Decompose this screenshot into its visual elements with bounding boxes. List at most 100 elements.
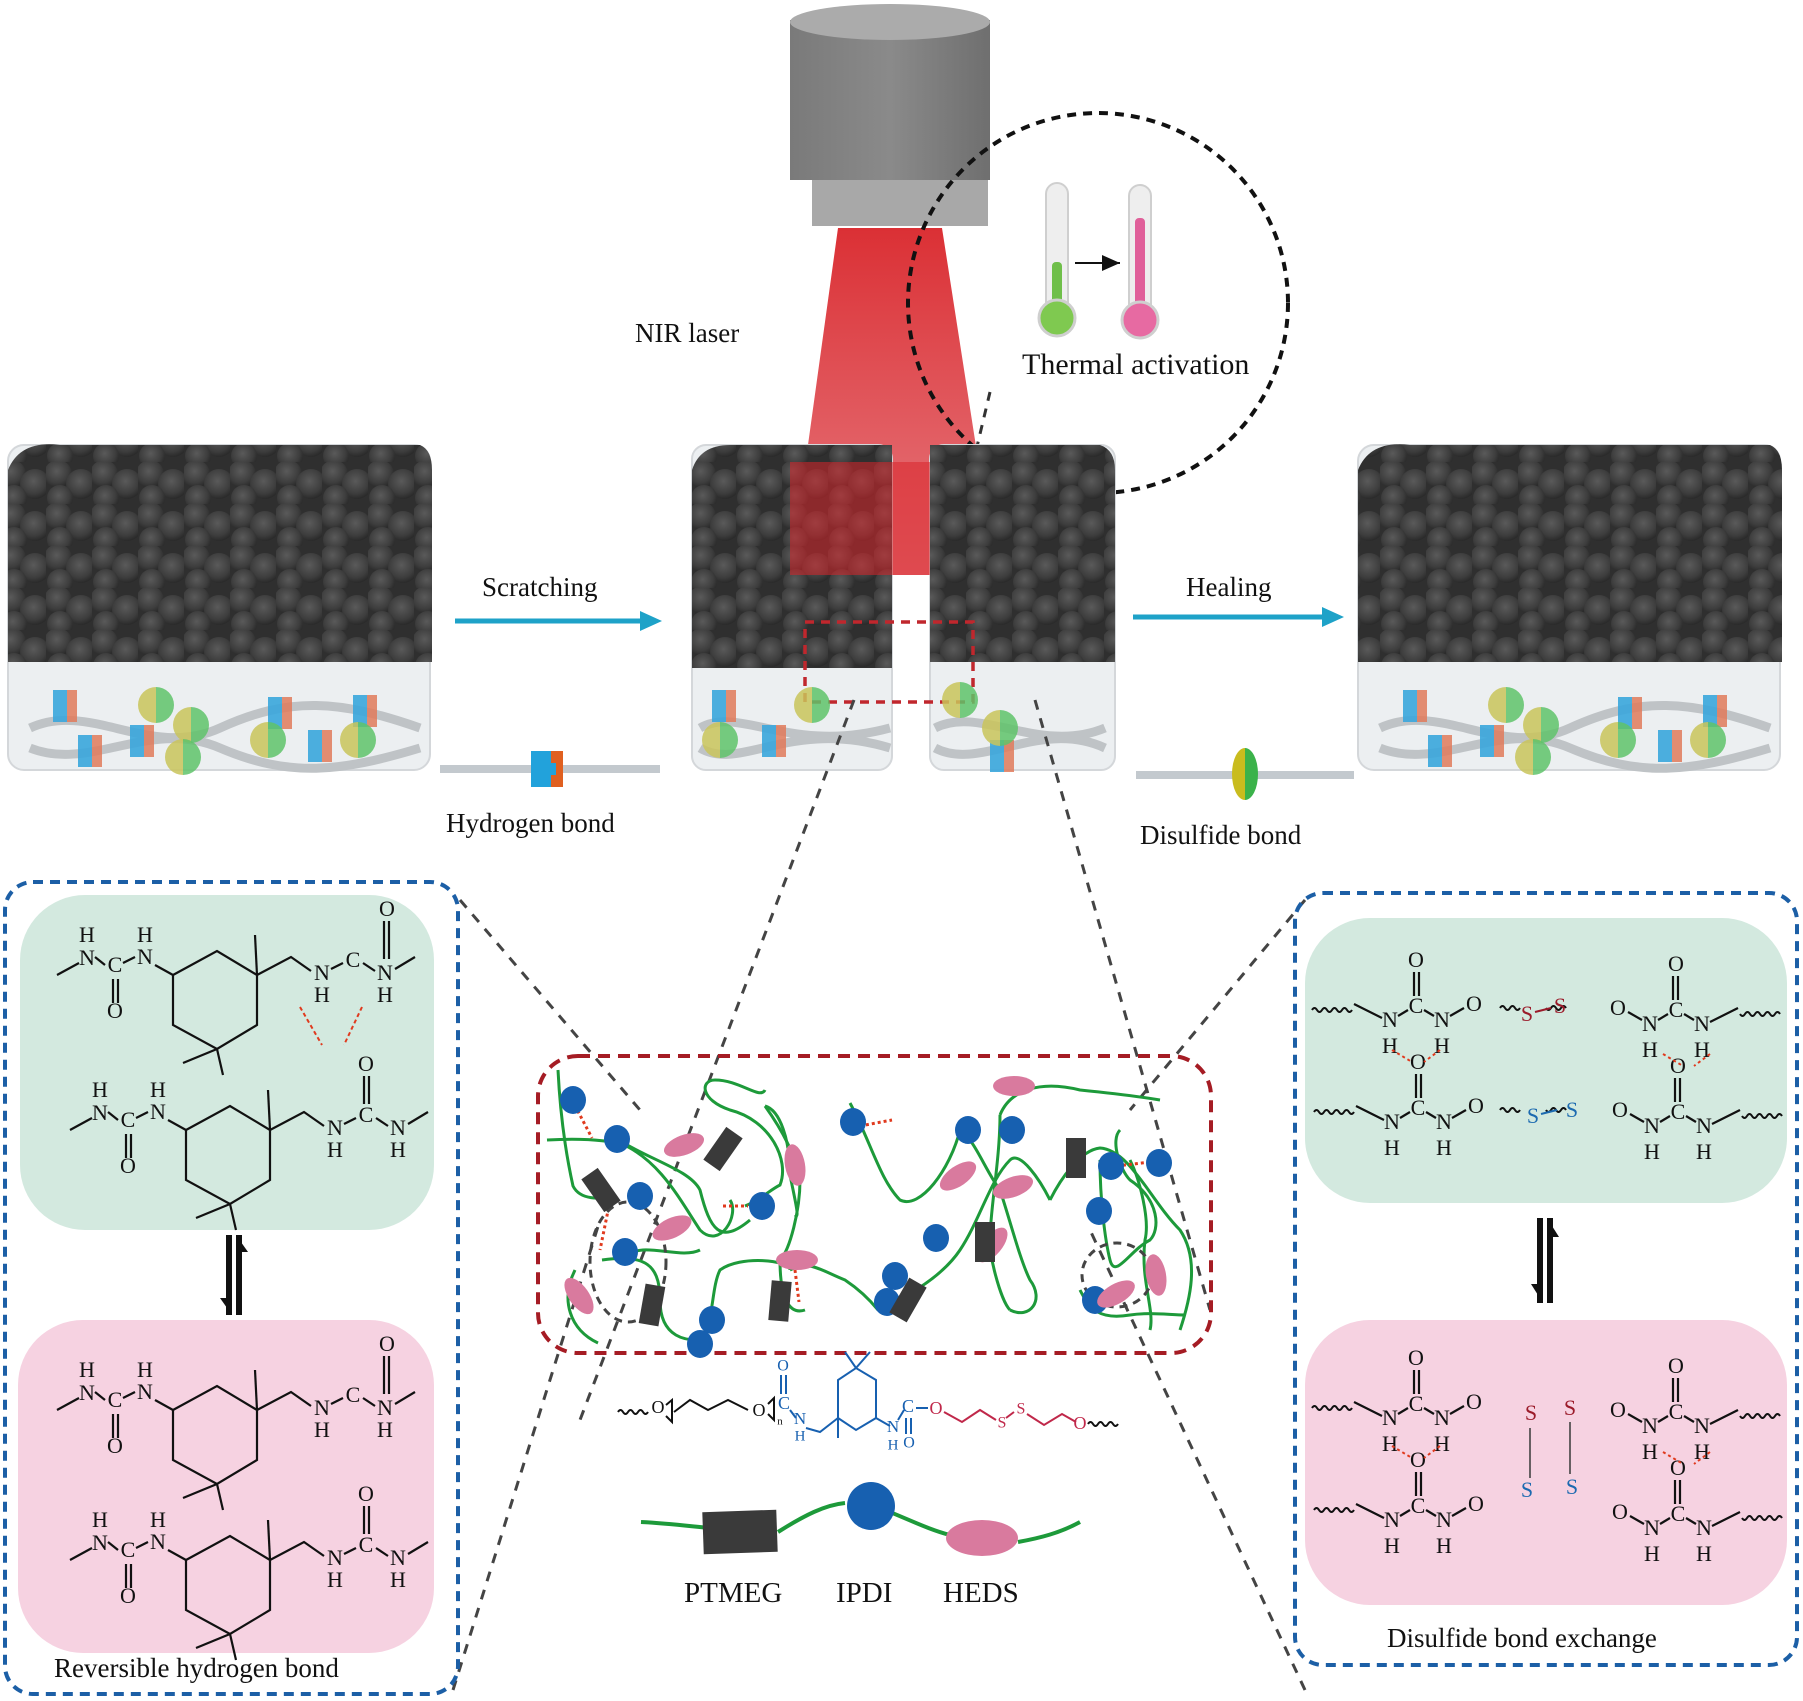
ipdi-node <box>840 1108 866 1136</box>
heds-node <box>993 1076 1035 1096</box>
disulfide-bond-icon <box>1533 739 1551 775</box>
atom-label: N <box>137 1379 153 1404</box>
ipdi-urea-structures: NHCONHNHCNHONHCONHNHCNHONHCONHNHCNHONHCO… <box>56 896 429 1661</box>
hydrogen-bond-icon <box>990 740 1004 772</box>
atom-label: N <box>1436 1507 1452 1532</box>
bond-line <box>1391 1445 1413 1459</box>
atom-label: N <box>390 1115 406 1140</box>
bond-line <box>269 1540 325 1561</box>
bond-line <box>844 1351 857 1369</box>
disulfide-bond-icon <box>250 722 268 758</box>
ipdi-node <box>882 1262 908 1290</box>
bond-line <box>1425 1509 1437 1517</box>
wavy-chain <box>1313 1109 1355 1115</box>
ipdi-node <box>612 1238 638 1266</box>
hydrogen-bond-icon <box>1717 695 1727 727</box>
bond-line <box>182 1482 218 1500</box>
atom-label: C <box>778 1393 790 1413</box>
hydrogen-bond-icon <box>308 730 322 762</box>
bond-line <box>171 949 259 1051</box>
atom-label: H <box>1696 1139 1712 1164</box>
heds-node <box>652 1215 692 1241</box>
atom-label: N <box>327 1545 343 1570</box>
hydrogen-bond-icon <box>776 725 786 757</box>
right-panel-green <box>1305 918 1787 1203</box>
atom-label: H <box>1642 1439 1658 1464</box>
polymer-chain <box>959 1128 1038 1315</box>
disulfide-bond-icon <box>138 687 156 723</box>
atom-label: H <box>1694 1439 1710 1464</box>
atom-label: O <box>1074 1413 1087 1433</box>
coating-healed <box>1357 444 1782 773</box>
atom-label: N <box>314 960 330 985</box>
atom-label: C <box>1411 1493 1426 1518</box>
ipdi-label: IPDI <box>836 1577 893 1609</box>
hydrogen-bond-icon <box>1494 725 1504 757</box>
atom-label: S <box>1525 1400 1537 1425</box>
bond-line <box>1711 1109 1741 1125</box>
ptmeg-legend-icon <box>702 1509 778 1555</box>
component-legend <box>640 1482 1081 1556</box>
ptmeg-node <box>581 1167 621 1213</box>
heds-node <box>663 1133 705 1157</box>
heds-node <box>1097 1280 1135 1308</box>
atom-label: N <box>887 1417 899 1436</box>
heds-node <box>776 1250 818 1270</box>
hydrogen-bond-icon <box>1672 730 1682 762</box>
atom-label: S <box>1554 993 1566 1018</box>
hydrogen-bond-icon <box>1658 730 1672 762</box>
hydrogen-bond-icon <box>712 690 726 722</box>
wavy-chain <box>1741 1515 1783 1521</box>
thermal-activation-label: Thermal activation <box>1022 348 1250 381</box>
bond-line <box>1627 1413 1643 1423</box>
bond-line <box>1425 1111 1437 1119</box>
bond-line <box>228 1633 238 1661</box>
disulfide-bond-label: Disulfide bond <box>1140 820 1302 850</box>
atom-label: C <box>1671 1501 1686 1526</box>
atom-label: O <box>1668 951 1684 976</box>
scratching-label: Scratching <box>482 572 598 602</box>
bond-line <box>1662 1451 1684 1465</box>
atom-label: N <box>1434 1405 1450 1430</box>
atom-label: O <box>777 1358 789 1375</box>
bond-line <box>269 1110 325 1131</box>
atom-label: N <box>92 1530 108 1555</box>
disulfide-bond-icon <box>702 722 720 758</box>
atom-label: H <box>1696 1541 1712 1566</box>
disulfide-bond-icon <box>960 682 978 718</box>
disulfide-bond-icon <box>340 722 358 758</box>
bond-line <box>1629 1113 1645 1123</box>
heds-node <box>939 1161 977 1191</box>
atom-label: S <box>1564 1395 1576 1420</box>
atom-label: H <box>150 1507 166 1532</box>
atom-label: S <box>1017 1401 1026 1418</box>
atom-label: H <box>150 1077 166 1102</box>
bond-line <box>1449 1007 1465 1017</box>
bond-line <box>875 1417 891 1427</box>
bond-line <box>1423 1009 1435 1017</box>
disulfide-bond-icon <box>1600 722 1618 758</box>
disulfide-bond-icon <box>1523 707 1541 743</box>
disulfide-bond-icon <box>191 707 209 743</box>
atom-label: N <box>1434 1007 1450 1032</box>
bond-line <box>256 1390 312 1411</box>
atom-label: O <box>1466 1389 1482 1414</box>
atom-label: S <box>1521 1477 1533 1502</box>
wavy-chain <box>617 1409 649 1415</box>
atom-label: N <box>1644 1515 1660 1540</box>
disulfide-bond-icon <box>165 739 183 775</box>
bond-line <box>855 1351 871 1369</box>
atom-label: S <box>1566 1097 1578 1122</box>
atom-label: C <box>1671 1099 1686 1124</box>
atom-label: N <box>1694 1011 1710 1036</box>
atom-label: H <box>137 1357 153 1382</box>
atom-label: N <box>1696 1113 1712 1138</box>
healing-label: Healing <box>1186 572 1272 602</box>
bond-line <box>1709 1007 1739 1023</box>
atom-label: C <box>359 1532 374 1557</box>
atom-label: O <box>652 1397 665 1417</box>
hydrogen-bond-icon <box>1403 690 1417 722</box>
atom-label: N <box>794 1409 806 1428</box>
hydrogen-bond-icon <box>268 697 282 729</box>
